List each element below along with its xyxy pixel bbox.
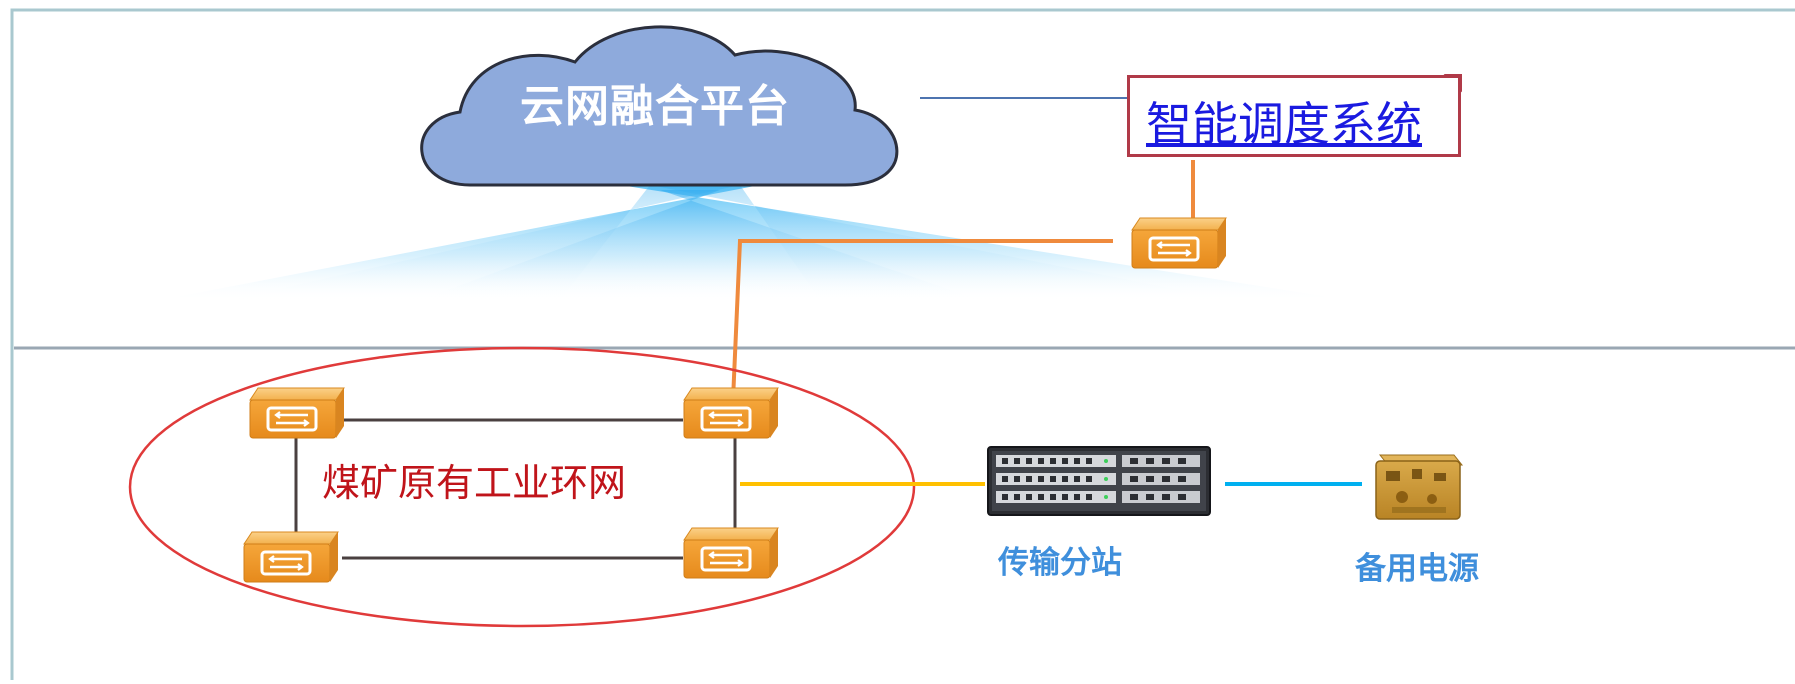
cloud-beams [150,185,1360,302]
cloud-shape [420,25,899,187]
network-switch-icon[interactable] [248,386,346,440]
backup-power-box-icon[interactable] [1375,454,1464,520]
backup-power-label: 备用电源 [1355,551,1479,587]
ring-links [294,418,737,560]
ring-network-label: 煤矿原有工业环网 [322,461,627,505]
outer-frame [10,8,1795,684]
transmission-rack-icon[interactable] [987,446,1211,516]
network-switch-icon[interactable] [682,526,780,580]
transmission-station-label: 传输分站 [998,545,1122,581]
ring-boundary [128,346,916,628]
dispatch-system-box[interactable]: 智能调度系统 [1127,75,1461,157]
network-switch-icon[interactable] [682,386,780,440]
uplink-line [731,239,1113,401]
network-switch-icon[interactable] [242,530,340,584]
cloud-platform-label: 云网融合平台 [520,81,790,132]
network-switch-icon[interactable] [1130,216,1228,270]
dispatch-system-link[interactable]: 智能调度系统 [1146,97,1422,151]
